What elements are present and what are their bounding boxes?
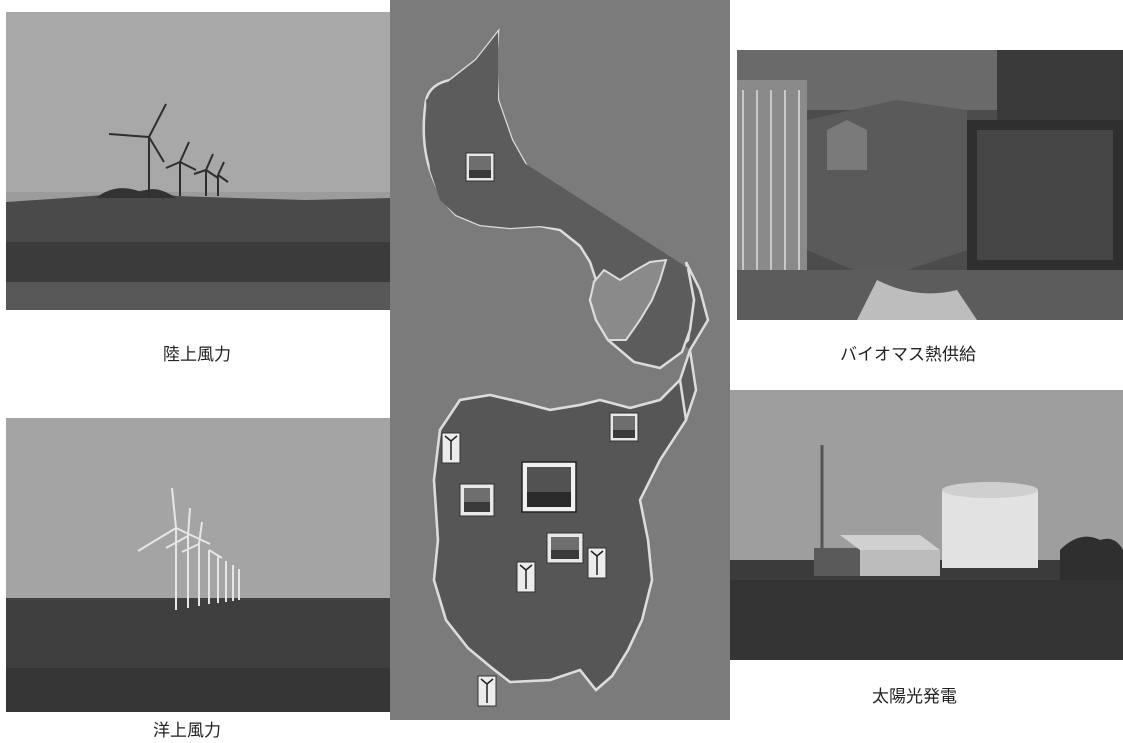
plant-photo-icon xyxy=(546,532,584,564)
offshore-wind-caption: 洋上風力 xyxy=(153,721,221,741)
plant-photo-icon xyxy=(465,152,495,182)
wind-turbine-icon xyxy=(516,561,536,593)
solar-power-photo xyxy=(730,390,1123,660)
wind-turbine-icon xyxy=(441,432,461,464)
island-map xyxy=(390,0,730,720)
plant-photo-icon xyxy=(521,461,577,513)
biomass-heat-caption: バイオマス熱供給 xyxy=(840,345,976,365)
plant-photo-icon xyxy=(609,412,639,442)
onshore-wind-photo xyxy=(6,12,390,310)
wind-turbine-icon xyxy=(477,675,497,707)
solar-power-caption: 太陽光発電 xyxy=(872,687,957,707)
biomass-heat-photo xyxy=(737,50,1123,320)
plant-photo-icon xyxy=(459,483,495,517)
offshore-wind-photo xyxy=(6,418,390,712)
wind-turbine-icon xyxy=(587,547,607,579)
onshore-wind-caption: 陸上風力 xyxy=(163,345,231,365)
